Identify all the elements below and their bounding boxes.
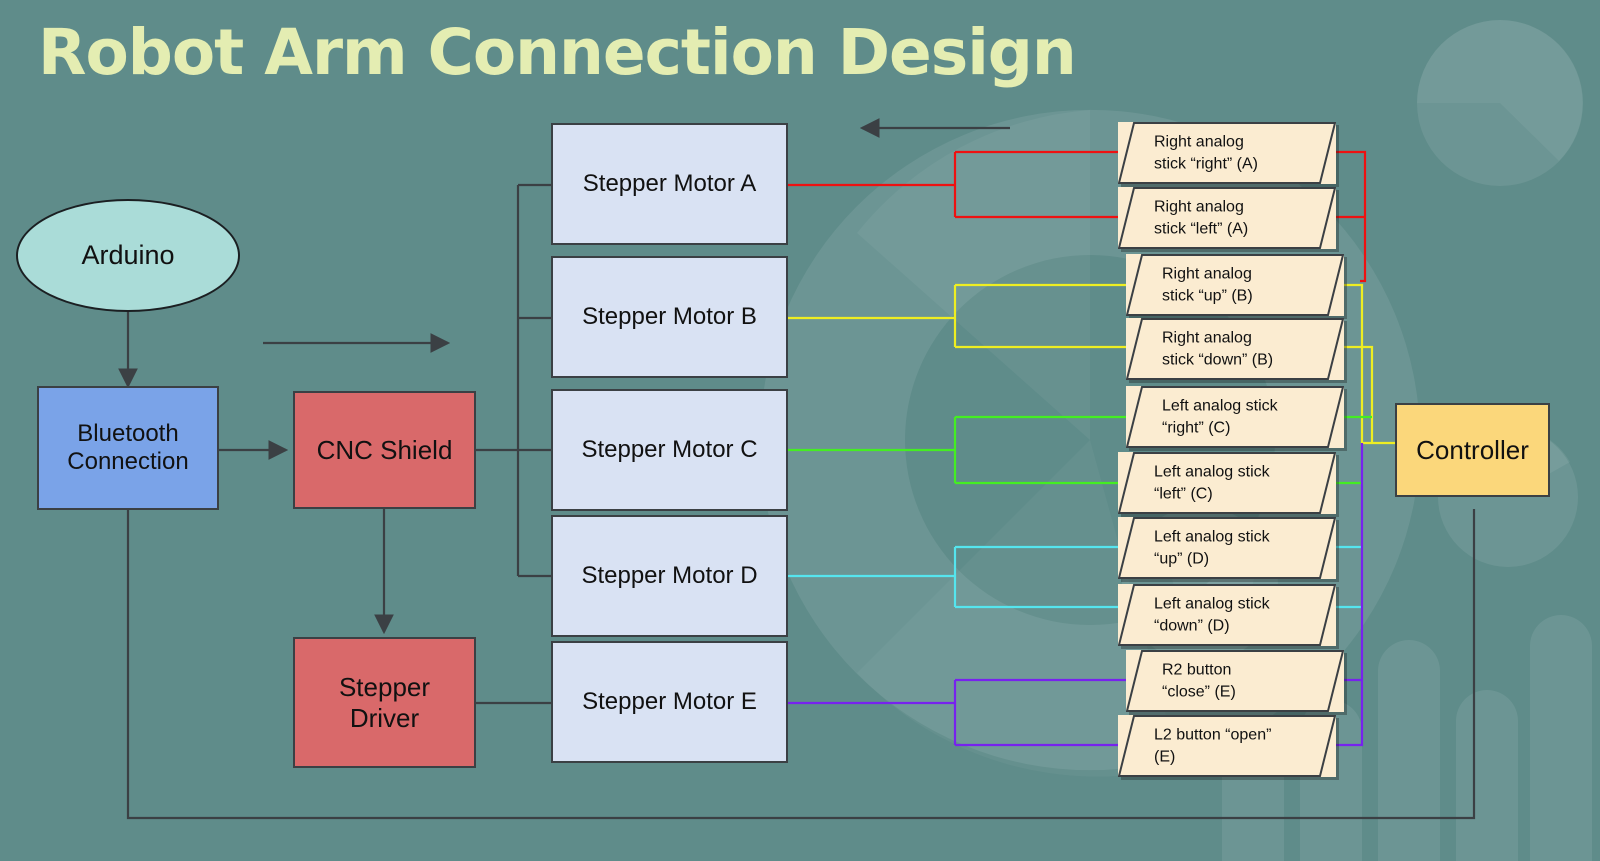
input-label-6[interactable]: Left analog stick “up” (D)	[1118, 517, 1336, 579]
input-label-0[interactable]: Right analog stick “right” (A)	[1118, 122, 1336, 184]
input-label-8-line2: “close” (E)	[1162, 683, 1236, 700]
input-label-2-line2: stick “up” (B)	[1162, 287, 1253, 304]
input-label-0-line1: Right analog	[1154, 133, 1244, 151]
node-stepper-motor-d-label: Stepper Motor D	[581, 561, 758, 589]
input-label-4-line2: “right” (C)	[1162, 419, 1231, 436]
node-controller[interactable]: Controller	[1395, 403, 1550, 497]
node-controller-label: Controller	[1416, 434, 1529, 465]
node-arduino[interactable]: Arduino	[16, 199, 240, 312]
input-label-8-line1: R2 button	[1162, 661, 1232, 679]
input-label-7[interactable]: Left analog stick “down” (D)	[1118, 584, 1336, 646]
input-label-6-line1: Left analog stick	[1154, 528, 1270, 546]
node-stepper-motor-d[interactable]: Stepper Motor D	[551, 515, 788, 637]
input-label-5-line2: “left” (C)	[1154, 485, 1213, 502]
node-stepper-motor-b-label: Stepper Motor B	[582, 302, 757, 330]
input-label-4[interactable]: Left analog stick “right” (C)	[1126, 386, 1344, 448]
node-cnc-shield[interactable]: CNC Shield	[293, 391, 476, 509]
page-title: Robot Arm Connection Design	[38, 16, 1077, 89]
node-stepper-motor-e[interactable]: Stepper Motor E	[551, 641, 788, 763]
input-label-9-line2: (E)	[1154, 748, 1176, 765]
input-label-1[interactable]: Right analog stick “left” (A)	[1118, 187, 1336, 249]
node-bluetooth-connection[interactable]: Bluetooth Connection	[37, 386, 219, 510]
input-label-2[interactable]: Right analog stick “up” (B)	[1126, 254, 1344, 316]
input-label-7-line2: “down” (D)	[1154, 617, 1230, 634]
input-label-3-line2: stick “down” (B)	[1162, 351, 1274, 368]
input-label-3-line1: Right analog	[1162, 329, 1252, 347]
node-stepper-motor-e-label: Stepper Motor E	[582, 687, 757, 715]
input-label-5[interactable]: Left analog stick “left” (C)	[1118, 452, 1336, 514]
input-label-9[interactable]: L2 button “open” (E)	[1118, 715, 1336, 777]
input-label-7-line1: Left analog stick	[1154, 595, 1270, 613]
node-cnc-shield-label: CNC Shield	[316, 434, 453, 465]
input-label-6-line2: “up” (D)	[1154, 550, 1210, 567]
input-label-0-line2: stick “right” (A)	[1154, 155, 1258, 172]
input-label-8[interactable]: R2 button “close” (E)	[1126, 650, 1344, 712]
input-label-3[interactable]: Right analog stick “down” (B)	[1126, 318, 1344, 380]
node-bluetooth-label: Bluetooth Connection	[67, 419, 189, 475]
input-label-2-line1: Right analog	[1162, 265, 1252, 283]
node-arduino-label: Arduino	[81, 239, 175, 270]
node-stepper-driver-label: Stepper Driver	[338, 671, 431, 733]
input-label-1-line2: stick “left” (A)	[1154, 220, 1249, 237]
node-stepper-motor-c[interactable]: Stepper Motor C	[551, 389, 788, 511]
node-stepper-motor-b[interactable]: Stepper Motor B	[551, 256, 788, 378]
node-stepper-driver[interactable]: Stepper Driver	[293, 637, 476, 768]
input-label-1-line1: Right analog	[1154, 198, 1244, 216]
input-label-5-line1: Left analog stick	[1154, 463, 1270, 481]
input-label-9-line1: L2 button “open”	[1154, 726, 1272, 744]
node-stepper-motor-a[interactable]: Stepper Motor A	[551, 123, 788, 245]
node-stepper-motor-a-label: Stepper Motor A	[582, 169, 757, 197]
node-stepper-motor-c-label: Stepper Motor C	[581, 435, 758, 463]
input-label-4-line1: Left analog stick	[1162, 397, 1278, 415]
